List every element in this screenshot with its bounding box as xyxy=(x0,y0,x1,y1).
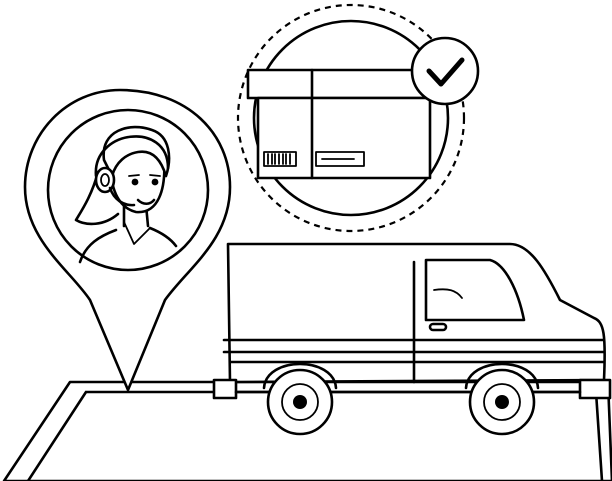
checkmark-badge-icon xyxy=(410,36,480,106)
wheel-icon xyxy=(266,368,334,436)
barcode-icon xyxy=(263,151,297,167)
delivery-van-icon xyxy=(212,242,612,400)
wheel-icon xyxy=(468,368,536,436)
headset-icon xyxy=(94,135,170,207)
cardboard-box-icon xyxy=(246,68,442,180)
customer-service-agent-icon xyxy=(74,125,178,264)
